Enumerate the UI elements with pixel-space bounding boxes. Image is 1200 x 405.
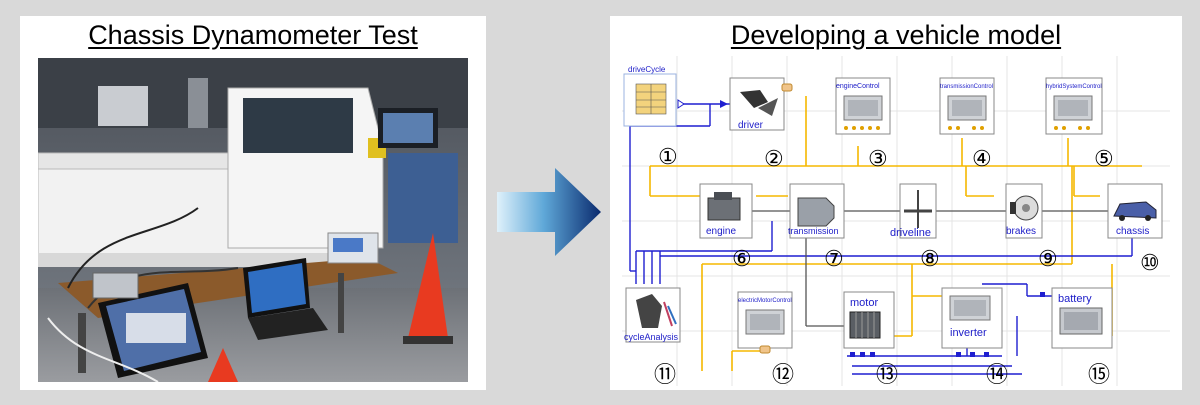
block-battery[interactable]: battery ⑮ bbox=[1051, 287, 1113, 386]
svg-text:driver: driver bbox=[738, 120, 764, 131]
svg-text:electricMotorControl: electricMotorControl bbox=[738, 298, 792, 304]
block-inverter[interactable]: inverter ⑭ bbox=[941, 287, 1008, 386]
svg-text:inverter: inverter bbox=[950, 327, 987, 339]
right-panel-title: Developing a vehicle model bbox=[730, 20, 1062, 50]
svg-text:⑮: ⑮ bbox=[1088, 362, 1110, 386]
svg-text:⑨: ⑨ bbox=[1038, 246, 1058, 271]
vehicle-model-diagram: driveCycle ① driver ② engineControl bbox=[622, 56, 1170, 386]
block-brakes[interactable]: brakes ⑨ bbox=[1005, 183, 1058, 271]
svg-text:transmission: transmission bbox=[788, 226, 839, 236]
block-transmission-control[interactable]: transmissionControl ④ bbox=[939, 77, 995, 171]
svg-text:⑬: ⑬ bbox=[876, 362, 898, 386]
svg-text:⑦: ⑦ bbox=[824, 246, 844, 271]
svg-text:motor: motor bbox=[850, 297, 878, 309]
flow-arrow-icon bbox=[497, 168, 601, 256]
svg-text:④: ④ bbox=[972, 146, 992, 171]
svg-text:⑭: ⑭ bbox=[986, 362, 1008, 386]
block-motor[interactable]: motor ⑬ bbox=[843, 291, 898, 386]
svg-text:⑤: ⑤ bbox=[1094, 146, 1114, 171]
svg-text:engineControl: engineControl bbox=[836, 83, 880, 90]
block-chassis[interactable]: chassis ⑩ bbox=[1107, 183, 1163, 275]
svg-text:⑩: ⑩ bbox=[1140, 250, 1160, 275]
left-panel: Chassis Dynamometer Test ー bbox=[20, 16, 486, 390]
svg-text:hybridSystemControl: hybridSystemControl bbox=[1046, 84, 1102, 90]
block-engine[interactable]: engine ⑥ bbox=[699, 183, 753, 271]
svg-text:⑫: ⑫ bbox=[772, 362, 794, 386]
dynamometer-photo: ー bbox=[38, 58, 468, 382]
left-panel-title: Chassis Dynamometer Test bbox=[88, 20, 418, 50]
svg-text:driveline: driveline bbox=[890, 227, 931, 239]
block-driver[interactable]: driver ② bbox=[729, 77, 793, 171]
svg-text:brakes: brakes bbox=[1006, 226, 1036, 237]
right-panel: Developing a vehicle model bbox=[610, 16, 1182, 390]
svg-text:battery: battery bbox=[1058, 293, 1092, 305]
svg-text:cycleAnalysis: cycleAnalysis bbox=[624, 332, 679, 342]
block-transmission[interactable]: transmission ⑦ bbox=[788, 183, 845, 271]
svg-text:chassis: chassis bbox=[1116, 226, 1149, 237]
block-engine-control[interactable]: engineControl ③ bbox=[835, 77, 891, 171]
block-drive-cycle[interactable]: driveCycle ① bbox=[623, 65, 728, 169]
svg-text:transmissionControl: transmissionControl bbox=[940, 84, 993, 90]
svg-text:②: ② bbox=[764, 146, 784, 171]
svg-text:⑧: ⑧ bbox=[920, 246, 940, 271]
block-hybrid-system-control[interactable]: hybridSystemControl ⑤ bbox=[1045, 77, 1114, 171]
svg-text:③: ③ bbox=[868, 146, 888, 171]
svg-text:driveCycle: driveCycle bbox=[628, 65, 666, 74]
block-cycle-analysis[interactable]: cycleAnalysis ⑪ bbox=[624, 287, 681, 386]
svg-text:⑪: ⑪ bbox=[654, 362, 676, 386]
svg-text:engine: engine bbox=[706, 226, 736, 237]
block-driveline[interactable]: driveline ⑧ bbox=[890, 183, 940, 271]
svg-text:⑥: ⑥ bbox=[732, 246, 752, 271]
block-electric-motor-control[interactable]: electricMotorControl ⑫ bbox=[737, 291, 794, 386]
svg-text:①: ① bbox=[658, 144, 678, 169]
